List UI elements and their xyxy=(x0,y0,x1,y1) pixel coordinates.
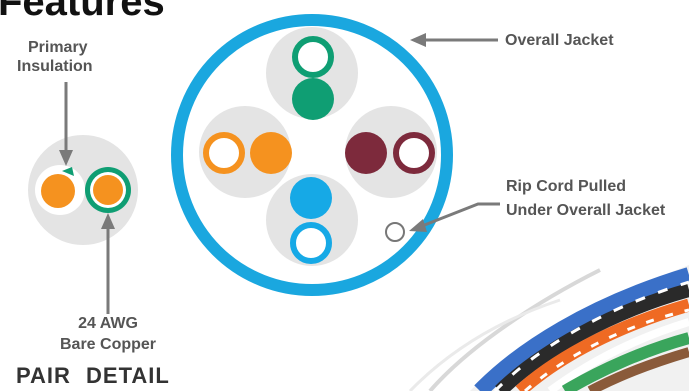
rip-cord-label: Rip Cord Pulled Under Overall Jacket xyxy=(506,177,665,220)
rip-cord xyxy=(386,223,404,241)
page-title: Features xyxy=(0,0,165,22)
overall-jacket-label: Overall Jacket xyxy=(505,31,614,50)
primary-insulation-label: Primary Insulation xyxy=(17,38,93,76)
pair-orange-solid xyxy=(250,132,292,174)
pair-brown-solid xyxy=(345,132,387,174)
cable-illustration xyxy=(410,265,689,391)
pair-orange-white xyxy=(206,135,242,171)
pair-green-white xyxy=(295,39,331,75)
pair-blue-white xyxy=(293,225,329,261)
pair-green-solid xyxy=(292,78,334,120)
cable-cross-section xyxy=(177,20,447,290)
awg-label: 24 AWG Bare Copper xyxy=(52,314,164,354)
pair-detail-heading: PAIR DETAIL xyxy=(16,364,170,388)
pair-brown-white xyxy=(396,135,432,171)
pair-conductor-copper xyxy=(93,175,123,205)
pair-conductor-orange xyxy=(41,174,75,208)
pair-blue-solid xyxy=(290,177,332,219)
pair-detail-graphic xyxy=(28,135,138,245)
